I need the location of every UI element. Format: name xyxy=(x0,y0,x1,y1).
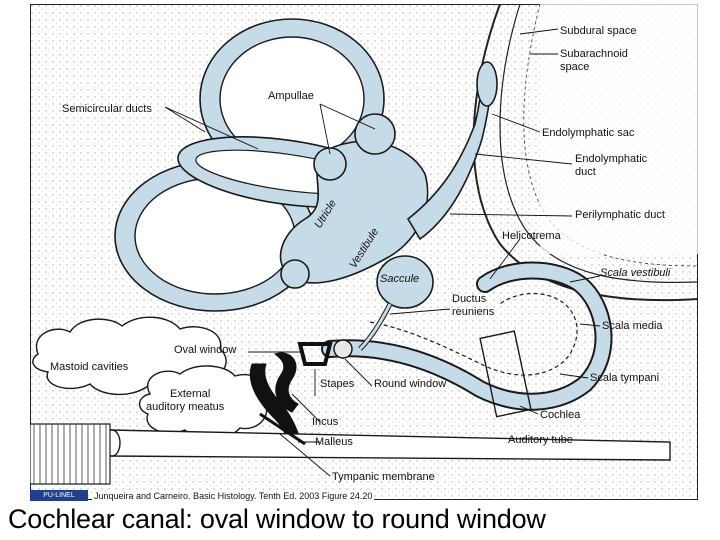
ampulla-3 xyxy=(280,259,310,289)
label-semicircular-ducts: Semicircular ducts xyxy=(62,103,152,115)
label-incus: Incus xyxy=(312,416,339,428)
leader-lines xyxy=(164,28,601,477)
label-malleus: Malleus xyxy=(315,436,353,448)
label-scala-tympani: Scala tympani xyxy=(590,372,659,384)
cochlea-section-box xyxy=(479,330,532,418)
inner-ear-figure: Semicircular ducts Ampullae Utricle Vest… xyxy=(30,4,698,500)
tympanic-membrane-line xyxy=(259,412,306,446)
label-saccule: Saccule xyxy=(380,273,419,285)
ampulla-1 xyxy=(354,113,396,155)
slide-caption: Cochlear canal: oval window to round win… xyxy=(8,504,546,534)
label-mastoid-cavities: Mastoid cavities xyxy=(50,361,129,373)
label-cochlea: Cochlea xyxy=(540,409,581,421)
publisher-logo: PU-LINEL xyxy=(30,490,88,501)
label-ductus-1: Ductus xyxy=(452,293,487,305)
ossicles xyxy=(249,339,353,453)
label-ductus-2: reuniens xyxy=(452,306,495,318)
label-subdural-space: Subdural space xyxy=(560,25,636,37)
label-subarachnoid-1: Subarachnoid xyxy=(560,48,628,60)
endolymphatic-sac xyxy=(476,61,498,107)
label-endolymphatic-sac: Endolymphatic sac xyxy=(542,127,635,139)
label-external-2: auditory meatus xyxy=(146,401,225,413)
label-helicotrema: Helicotrema xyxy=(502,230,562,242)
cochlea xyxy=(321,261,613,418)
ampulla-2 xyxy=(313,147,347,181)
round-window-membrane xyxy=(333,339,353,359)
incus-bone xyxy=(273,352,299,413)
label-scala-vestibuli: Scala vestibuli xyxy=(600,267,671,279)
label-auditory-tube: Auditory tube xyxy=(508,434,573,446)
label-oval-window: Oval window xyxy=(174,344,236,356)
label-stapes: Stapes xyxy=(320,378,355,390)
saccule xyxy=(376,255,434,309)
label-tympanic-membrane: Tympanic membrane xyxy=(332,471,435,483)
label-endolymphatic-duct-1: Endolymphatic xyxy=(575,153,648,165)
label-external-1: External xyxy=(170,388,210,400)
label-round-window: Round window xyxy=(374,378,446,390)
label-scala-media: Scala media xyxy=(602,320,663,332)
stapes-bone xyxy=(297,342,333,366)
figure-credit: Junqueira and Carneiro. Basic Histology.… xyxy=(92,491,375,501)
meninges xyxy=(472,4,698,302)
label-subarachnoid-2: space xyxy=(560,61,589,73)
label-ampullae: Ampullae xyxy=(268,90,314,102)
label-endolymphatic-duct-2: duct xyxy=(575,166,596,178)
auditory-tube xyxy=(30,412,671,485)
label-perilymphatic-duct: Perilymphatic duct xyxy=(575,209,665,221)
